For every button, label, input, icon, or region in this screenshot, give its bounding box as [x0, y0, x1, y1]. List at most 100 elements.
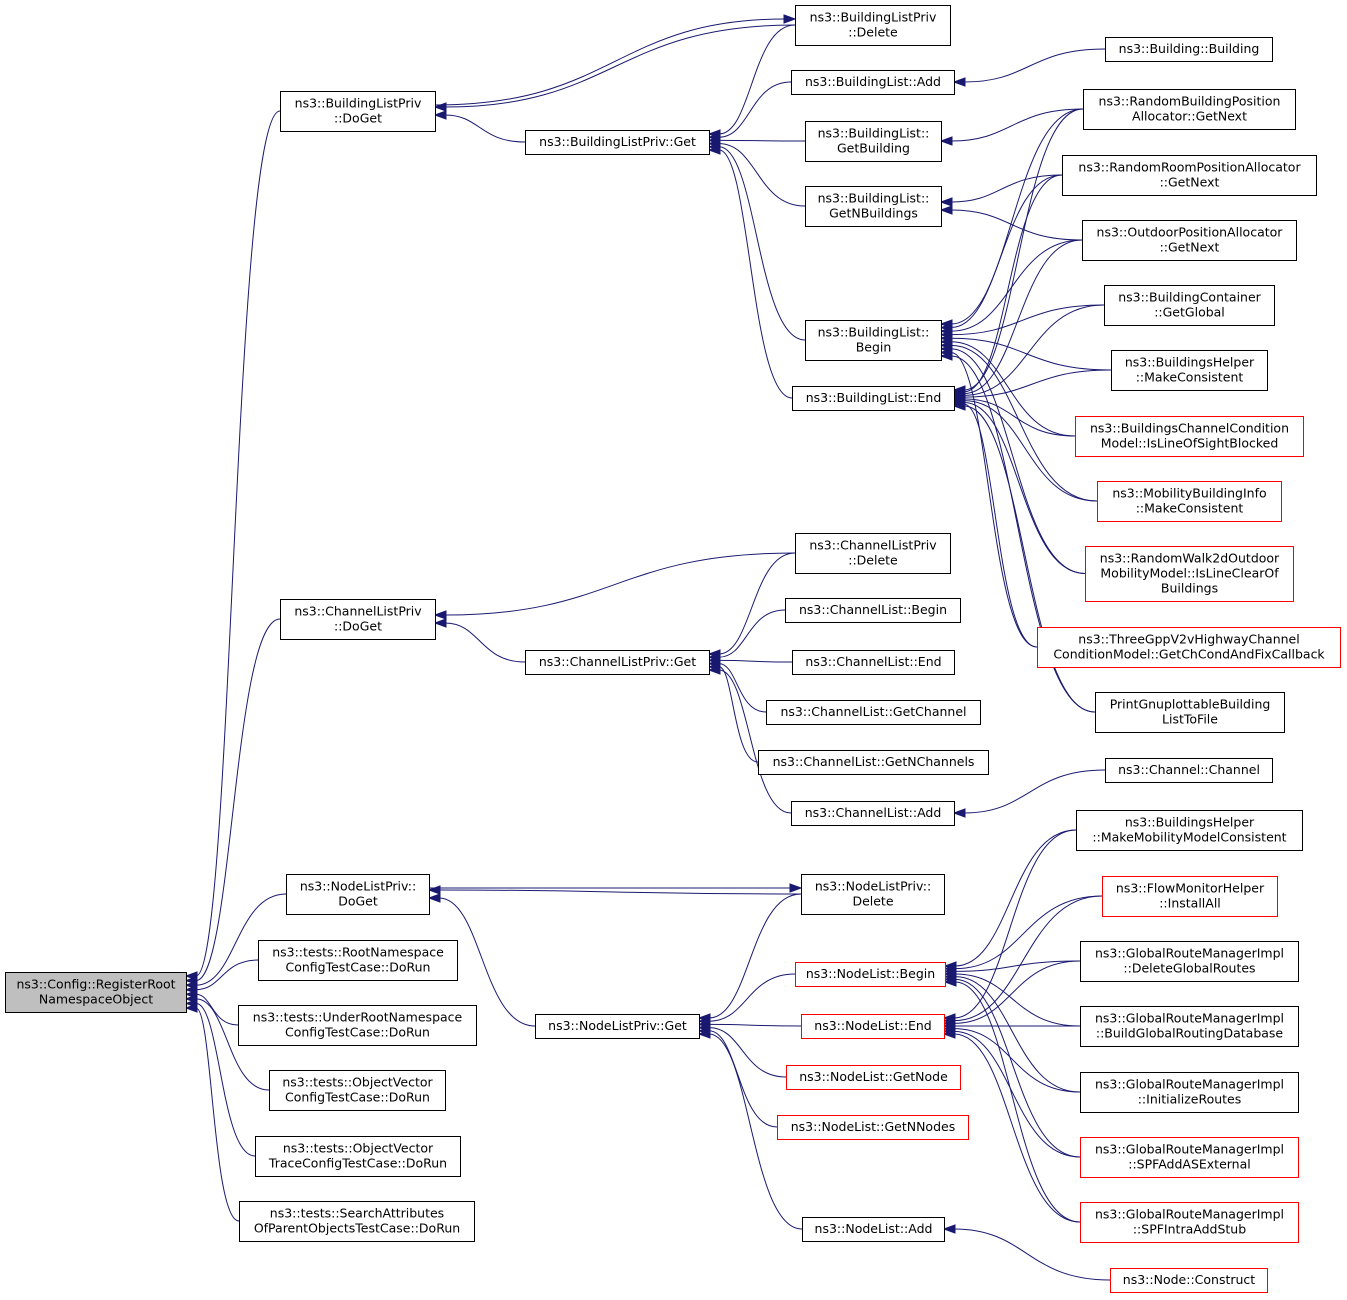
node-nodeConstruct[interactable]: ns3::Node::Construct: [1110, 1268, 1268, 1293]
node-box[interactable]: [5, 972, 187, 1013]
node-box[interactable]: [1105, 37, 1273, 62]
node-box[interactable]: [1080, 1137, 1299, 1178]
node-bccm[interactable]: ns3::BuildingsChannelConditionModel::IsL…: [1075, 416, 1304, 457]
node-building[interactable]: ns3::Building::Building: [1105, 37, 1273, 62]
node-nlpGet[interactable]: ns3::NodeListPriv::Get: [535, 1014, 700, 1039]
node-objVecTrace[interactable]: ns3::tests::ObjectVectorTraceConfigTestC…: [255, 1136, 461, 1177]
node-searchAttr[interactable]: ns3::tests::SearchAttributesOfParentObje…: [239, 1201, 475, 1242]
node-grmInit[interactable]: ns3::GlobalRouteManagerImpl::InitializeR…: [1080, 1072, 1299, 1113]
node-box[interactable]: [801, 874, 945, 915]
node-box[interactable]: [786, 1065, 961, 1090]
node-grmSPFAS[interactable]: ns3::GlobalRouteManagerImpl::SPFAddASExt…: [1080, 1137, 1299, 1178]
node-nlAdd[interactable]: ns3::NodeList::Add: [802, 1217, 945, 1242]
node-opa[interactable]: ns3::OutdoorPositionAllocator::GetNext: [1082, 220, 1297, 261]
node-clAdd[interactable]: ns3::ChannelList::Add: [791, 801, 955, 826]
node-blpDelete[interactable]: ns3::BuildingListPriv::Delete: [795, 5, 951, 46]
node-blpGet[interactable]: ns3::BuildingListPriv::Get: [525, 130, 710, 155]
node-nlpDoGet[interactable]: ns3::NodeListPriv::DoGet: [286, 874, 430, 915]
node-box[interactable]: [525, 130, 710, 155]
node-mbi[interactable]: ns3::MobilityBuildingInfo::MakeConsisten…: [1097, 481, 1282, 522]
node-box[interactable]: [525, 650, 710, 675]
node-box[interactable]: [1076, 810, 1303, 851]
node-box[interactable]: [1095, 692, 1285, 733]
node-box[interactable]: [258, 940, 458, 981]
node-box[interactable]: [1075, 416, 1304, 457]
node-blpDoGet[interactable]: ns3::BuildingListPriv::DoGet: [280, 91, 436, 132]
node-box[interactable]: [795, 5, 951, 46]
node-grmSPFIntra[interactable]: ns3::GlobalRouteManagerImpl::SPFIntraAdd…: [1080, 1202, 1299, 1243]
node-box[interactable]: [1104, 285, 1275, 326]
node-box[interactable]: [238, 1005, 477, 1046]
node-box[interactable]: [802, 1217, 945, 1242]
node-grmDelete[interactable]: ns3::GlobalRouteManagerImpl::DeleteGloba…: [1080, 941, 1299, 982]
node-blGetBuilding[interactable]: ns3::BuildingList::GetBuilding: [805, 121, 942, 162]
node-clpDoGet[interactable]: ns3::ChannelListPriv::DoGet: [280, 599, 436, 640]
node-box[interactable]: [1111, 350, 1268, 391]
node-box[interactable]: [785, 598, 961, 623]
node-clEnd[interactable]: ns3::ChannelList::End: [792, 650, 955, 675]
node-nlEnd[interactable]: ns3::NodeList::End: [801, 1014, 945, 1039]
node-box[interactable]: [1097, 481, 1282, 522]
node-blBegin[interactable]: ns3::BuildingList::Begin: [805, 320, 942, 361]
node-box[interactable]: [1085, 546, 1294, 602]
node-fmh[interactable]: ns3::FlowMonitorHelper::InstallAll: [1102, 876, 1278, 917]
node-box[interactable]: [1083, 89, 1296, 130]
node-underRootTest[interactable]: ns3::tests::UnderRootNamespaceConfigTest…: [238, 1005, 477, 1046]
node-grmBuild[interactable]: ns3::GlobalRouteManagerImpl::BuildGlobal…: [1080, 1006, 1299, 1047]
node-box[interactable]: [239, 1201, 475, 1242]
node-box[interactable]: [1080, 1202, 1299, 1243]
node-box[interactable]: [795, 533, 951, 574]
node-clpDelete[interactable]: ns3::ChannelListPriv::Delete: [795, 533, 951, 574]
node-channel[interactable]: ns3::Channel::Channel: [1105, 758, 1273, 783]
node-box[interactable]: [791, 801, 955, 826]
node-box[interactable]: [1082, 220, 1297, 261]
node-box[interactable]: [805, 186, 942, 227]
node-box[interactable]: [1080, 941, 1299, 982]
node-box[interactable]: [1080, 1006, 1299, 1047]
node-box[interactable]: [1102, 876, 1278, 917]
node-box[interactable]: [758, 750, 989, 775]
node-clBegin[interactable]: ns3::ChannelList::Begin: [785, 598, 961, 623]
node-nlpDelete[interactable]: ns3::NodeListPriv::Delete: [801, 874, 945, 915]
node-nlBegin[interactable]: ns3::NodeList::Begin: [795, 962, 946, 987]
node-box[interactable]: [792, 650, 955, 675]
node-box[interactable]: [795, 962, 946, 987]
node-blEnd[interactable]: ns3::BuildingList::End: [792, 386, 955, 411]
node-box[interactable]: [777, 1115, 969, 1140]
node-nlGetN[interactable]: ns3::NodeList::GetNNodes: [777, 1115, 969, 1140]
node-rootNsTest[interactable]: ns3::tests::RootNamespaceConfigTestCase:…: [258, 940, 458, 981]
node-blAdd[interactable]: ns3::BuildingList::Add: [791, 70, 955, 95]
node-clGetN[interactable]: ns3::ChannelList::GetNChannels: [758, 750, 989, 775]
node-rw2d[interactable]: ns3::RandomWalk2dOutdoorMobilityModel::I…: [1085, 546, 1294, 602]
node-blGetN[interactable]: ns3::BuildingList::GetNBuildings: [805, 186, 942, 227]
node-box[interactable]: [286, 874, 430, 915]
node-bhMobility[interactable]: ns3::BuildingsHelper::MakeMobilityModelC…: [1076, 810, 1303, 851]
node-box[interactable]: [805, 121, 942, 162]
node-box[interactable]: [1037, 627, 1341, 668]
node-rrpa[interactable]: ns3::RandomRoomPositionAllocator::GetNex…: [1062, 155, 1317, 196]
node-box[interactable]: [280, 91, 436, 132]
node-tgpp[interactable]: ns3::ThreeGppV2vHighwayChannelConditionM…: [1037, 627, 1341, 668]
node-rbpa[interactable]: ns3::RandomBuildingPositionAllocator::Ge…: [1083, 89, 1296, 130]
node-box[interactable]: [280, 599, 436, 640]
node-box[interactable]: [269, 1070, 446, 1111]
node-clpGet[interactable]: ns3::ChannelListPriv::Get: [525, 650, 710, 675]
node-box[interactable]: [766, 700, 981, 725]
node-bcGlobal[interactable]: ns3::BuildingContainer::GetGlobal: [1104, 285, 1275, 326]
node-box[interactable]: [791, 70, 955, 95]
node-box[interactable]: [1105, 758, 1273, 783]
node-box[interactable]: [255, 1136, 461, 1177]
node-objVecCfg[interactable]: ns3::tests::ObjectVectorConfigTestCase::…: [269, 1070, 446, 1111]
node-box[interactable]: [1062, 155, 1317, 196]
node-box[interactable]: [1080, 1072, 1299, 1113]
node-box[interactable]: [801, 1014, 945, 1039]
node-clGetChannel[interactable]: ns3::ChannelList::GetChannel: [766, 700, 981, 725]
node-box[interactable]: [1110, 1268, 1268, 1293]
node-box[interactable]: [535, 1014, 700, 1039]
node-bhMake[interactable]: ns3::BuildingsHelper::MakeConsistent: [1111, 350, 1268, 391]
node-box[interactable]: [792, 386, 955, 411]
node-nlGetNode[interactable]: ns3::NodeList::GetNode: [786, 1065, 961, 1090]
node-box[interactable]: [805, 320, 942, 361]
